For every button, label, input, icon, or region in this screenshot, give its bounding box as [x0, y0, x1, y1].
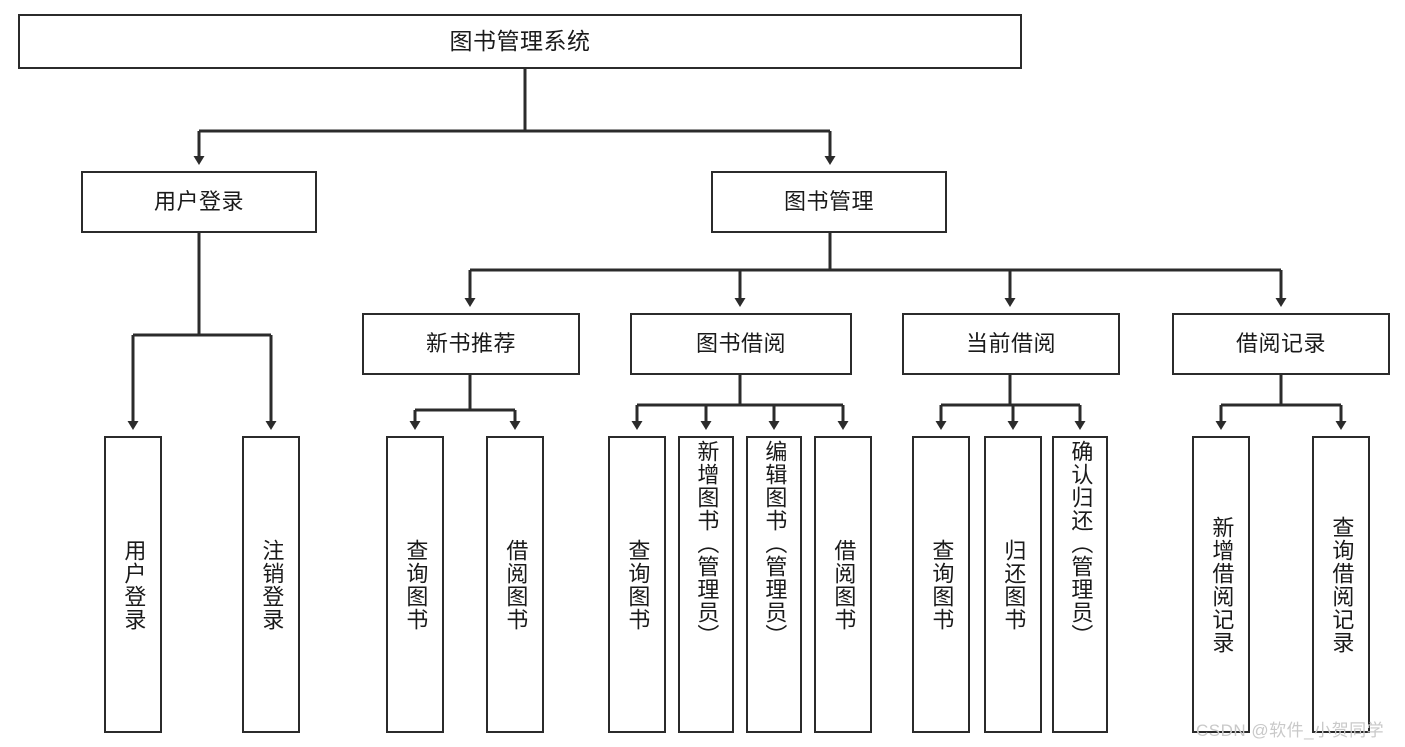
leaf-current-confirm-return-label: 确认归还（管理员） [1068, 440, 1094, 647]
node-book-borrow[interactable]: 图书借阅 [630, 313, 852, 375]
node-borrow-record-label: 借阅记录 [1235, 330, 1326, 356]
leaf-current-query-book-label: 查询图书 [929, 538, 955, 631]
leaf-recommend-borrow-book-label: 借阅图书 [503, 538, 529, 631]
node-new-book-recommend-label: 新书推荐 [425, 330, 516, 356]
leaf-borrow-add-book-label: 新增图书（管理员） [694, 440, 720, 647]
leaf-record-add-label: 新增借阅记录 [1209, 515, 1235, 654]
leaf-current-confirm-return[interactable]: 确认归还（管理员） [1052, 436, 1108, 733]
node-book-manage[interactable]: 图书管理 [711, 171, 947, 233]
leaf-current-query-book[interactable]: 查询图书 [912, 436, 970, 733]
node-book-borrow-label: 图书借阅 [695, 330, 786, 356]
leaf-current-return-book[interactable]: 归还图书 [984, 436, 1042, 733]
leaf-user-login[interactable]: 用户登录 [104, 436, 162, 733]
leaf-borrow-add-book[interactable]: 新增图书（管理员） [678, 436, 734, 733]
leaf-current-return-book-label: 归还图书 [1001, 538, 1027, 631]
leaf-recommend-query-book-label: 查询图书 [403, 538, 429, 631]
node-current-borrow-label: 当前借阅 [965, 330, 1056, 356]
node-current-borrow[interactable]: 当前借阅 [902, 313, 1120, 375]
leaf-borrow-borrow-book[interactable]: 借阅图书 [814, 436, 872, 733]
leaf-user-login-label: 用户登录 [121, 538, 147, 631]
node-root-label: 图书管理系统 [449, 27, 591, 54]
leaf-record-add[interactable]: 新增借阅记录 [1192, 436, 1250, 733]
leaf-borrow-edit-book-label: 编辑图书（管理员） [762, 440, 788, 647]
node-user-login[interactable]: 用户登录 [81, 171, 317, 233]
leaf-borrow-query-book[interactable]: 查询图书 [608, 436, 666, 733]
leaf-borrow-query-book-label: 查询图书 [625, 538, 651, 631]
node-borrow-record[interactable]: 借阅记录 [1172, 313, 1390, 375]
leaf-borrow-borrow-book-label: 借阅图书 [831, 538, 857, 631]
node-root[interactable]: 图书管理系统 [18, 14, 1022, 69]
leaf-record-query[interactable]: 查询借阅记录 [1312, 436, 1370, 733]
leaf-record-query-label: 查询借阅记录 [1329, 515, 1355, 654]
node-user-login-label: 用户登录 [153, 188, 244, 214]
leaf-user-logout-label: 注销登录 [259, 538, 285, 631]
leaf-user-logout[interactable]: 注销登录 [242, 436, 300, 733]
node-book-manage-label: 图书管理 [783, 188, 874, 214]
leaf-recommend-query-book[interactable]: 查询图书 [386, 436, 444, 733]
node-new-book-recommend[interactable]: 新书推荐 [362, 313, 580, 375]
csdn-watermark: CSDN @软件_小贺同学 [1196, 721, 1385, 740]
leaf-borrow-edit-book[interactable]: 编辑图书（管理员） [746, 436, 802, 733]
leaf-recommend-borrow-book[interactable]: 借阅图书 [486, 436, 544, 733]
